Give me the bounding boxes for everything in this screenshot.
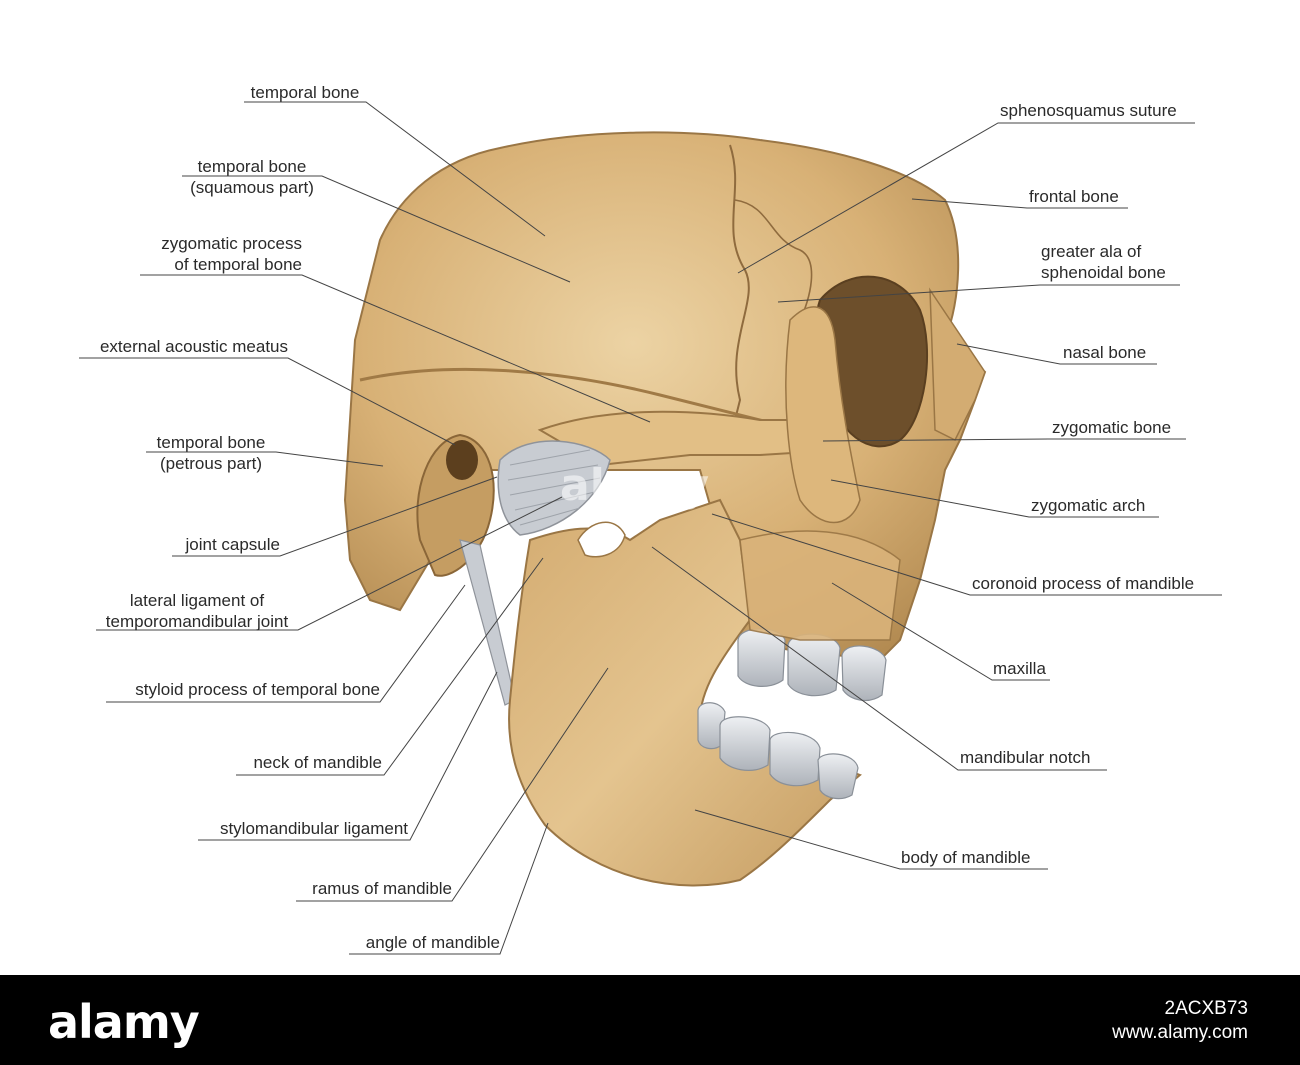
styloid-shape (459, 539, 516, 706)
leader-line (911, 198, 1128, 209)
zygomatic-bone-shape (785, 306, 861, 524)
maxilla-shape (739, 530, 901, 641)
label-temporal-bone-petrous: temporal bone (petrous part) (146, 432, 276, 474)
skull-illustration (79, 101, 1222, 955)
label-greater-ala: greater ala of sphenoidal bone (1041, 241, 1191, 283)
notch-shape (577, 521, 626, 558)
diagram-canvas: temporal bone temporal bone (squamous pa… (76, 82, 1228, 955)
label-styloid-process: styloid process of temporal bone (100, 679, 380, 700)
label-angle-of-mandible: angle of mandible (344, 932, 500, 953)
label-zygomatic-bone: zygomatic bone (1052, 417, 1192, 438)
leader-line (651, 546, 1107, 771)
label-text: coronoid process of mandible (972, 574, 1195, 593)
label-text: sphenoidal bone (1041, 263, 1166, 282)
label-zygomatic-arch: zygomatic arch (1031, 495, 1171, 516)
label-neck-of-mandible: neck of mandible (230, 752, 382, 773)
label-text: angle of mandible (365, 933, 500, 952)
leader-line (296, 667, 609, 902)
label-maxilla: maxilla (993, 658, 1073, 679)
label-nasal-bone: nasal bone (1063, 342, 1173, 363)
label-text: (squamous part) (190, 178, 314, 197)
alamy-logo[interactable]: alamy (48, 995, 200, 1049)
label-joint-capsule: joint capsule (160, 534, 280, 555)
label-coronoid-process: coronoid process of mandible (972, 573, 1228, 594)
label-text: sphenosquamus suture (1000, 101, 1177, 120)
leader-line (349, 822, 549, 955)
leader-line (96, 496, 563, 631)
footer-bar (0, 975, 1300, 1065)
joint-capsule-shape (497, 440, 611, 536)
leader-line (711, 513, 1222, 596)
leader-line (822, 438, 1186, 442)
meatus-hole (446, 440, 478, 480)
leader-line (777, 284, 1180, 303)
leader-line (244, 101, 546, 237)
label-text: zygomatic bone (1052, 418, 1172, 437)
suture-line (734, 199, 813, 321)
label-frontal-bone: frontal bone (1029, 186, 1149, 207)
label-temporal-bone-squamous: temporal bone (squamous part) (182, 156, 322, 198)
label-body-of-mandible: body of mandible (901, 847, 1061, 868)
label-text: of temporal bone (174, 255, 302, 274)
site-url-link[interactable]: www.alamy.com (1112, 1022, 1248, 1043)
leader-line (737, 122, 1195, 274)
label-text: temporomandibular joint (105, 612, 289, 631)
label-text: stylomandibular ligament (219, 819, 408, 838)
image-id-text: 2ACXB73 (1164, 998, 1248, 1019)
ligament-fibres (507, 449, 601, 526)
label-ramus-of-mandible: ramus of mandible (292, 878, 452, 899)
label-text: styloid process of temporal bone (135, 680, 380, 699)
label-external-acoustic-meatus: external acoustic meatus (76, 336, 288, 357)
label-sphenosquamus-suture: sphenosquamus suture (1000, 100, 1200, 121)
leader-line (146, 451, 384, 467)
label-text: (petrous part) (159, 454, 263, 473)
leader-line (198, 671, 498, 841)
leader-line (140, 274, 651, 423)
label-mandibular-notch: mandibular notch (960, 747, 1120, 768)
label-text: nasal bone (1063, 343, 1147, 362)
leader-line (236, 557, 544, 776)
label-temporal-bone: temporal bone (244, 82, 366, 103)
watermark-logo: alamy (560, 460, 709, 511)
leader-line (182, 175, 571, 283)
label-text: zygomatic arch (1031, 496, 1146, 515)
leader-line (106, 584, 466, 703)
suture-line (729, 144, 750, 441)
leader-line (956, 343, 1157, 365)
label-text: greater ala of (1041, 242, 1142, 261)
label-text: mandibular notch (960, 748, 1091, 767)
label-text: temporal bone (156, 433, 266, 452)
label-text: lateral ligament of (129, 591, 265, 610)
leader-line (694, 809, 1048, 870)
label-text: neck of mandible (253, 753, 382, 772)
leader-line (831, 582, 1050, 681)
label-text: maxilla (993, 659, 1046, 678)
label-stylomandibular-ligament: stylomandibular ligament (190, 818, 408, 839)
leader-line (830, 479, 1159, 518)
label-text: body of mandible (901, 848, 1031, 867)
label-text: joint capsule (185, 535, 280, 554)
leader-lines (79, 101, 1222, 955)
label-text: zygomatic process (161, 234, 302, 253)
label-text: temporal bone (197, 157, 307, 176)
leader-line (172, 476, 498, 557)
label-text: frontal bone (1029, 187, 1119, 206)
label-text: temporal bone (250, 83, 360, 102)
label-text: ramus of mandible (312, 879, 452, 898)
label-lateral-ligament: lateral ligament of temporomandibular jo… (94, 590, 300, 632)
label-text: external acoustic meatus (99, 337, 288, 356)
leader-line (79, 357, 456, 446)
label-zygomatic-process: zygomatic process of temporal bone (140, 233, 302, 275)
nasal-shape (929, 287, 986, 442)
lower-teeth (697, 702, 859, 800)
